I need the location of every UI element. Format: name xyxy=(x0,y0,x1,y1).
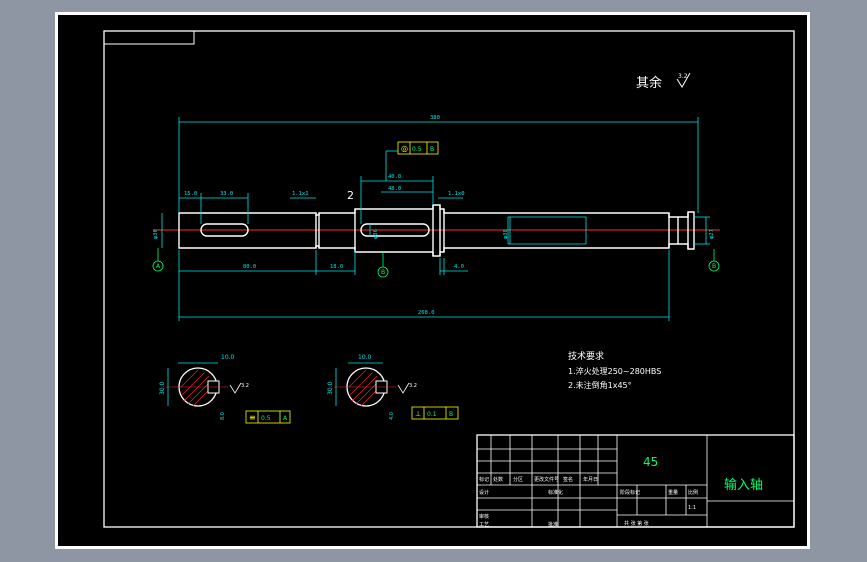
drawing-sheet: 其余 3.2 xyxy=(55,12,810,549)
svg-text:比例: 比例 xyxy=(688,489,698,496)
svg-text:工艺: 工艺 xyxy=(479,522,489,528)
perpendicularity-icon: ⊥ xyxy=(415,410,421,418)
section-b-depth: 30.0 xyxy=(327,381,334,395)
part-name: 输入轴 xyxy=(724,477,763,493)
svg-text:标准化: 标准化 xyxy=(548,489,563,496)
section-b-dim-top: 10.0 xyxy=(358,354,372,361)
svg-text:共 张 第 张: 共 张 第 张 xyxy=(624,520,649,527)
svg-text:分区: 分区 xyxy=(513,476,523,483)
svg-text:B: B xyxy=(381,269,385,276)
title-block xyxy=(476,434,795,528)
dim-key1-offset: 15.0 xyxy=(184,191,197,197)
dim-key1-length: 33.0 xyxy=(220,191,233,197)
concentricity-icon: ◎ xyxy=(401,144,408,153)
dim-length-bottom: 268.0 xyxy=(418,310,435,316)
section-b: 10.0 30.0 4.0 3.2 ⊥ 0.1 B xyxy=(327,354,459,420)
section-a-side: 8.0 xyxy=(220,412,226,420)
section-b-side: 4.0 xyxy=(389,412,395,420)
dim-dia-left: φ30 xyxy=(153,229,159,239)
tech-line-2: 2.未注倒角1x45° xyxy=(568,380,632,390)
section-a-depth: 30.0 xyxy=(159,381,166,395)
roughness-symbol-value: 3.2 xyxy=(678,73,688,80)
svg-text:批准: 批准 xyxy=(548,521,558,528)
symmetry-icon: ≡ xyxy=(249,413,256,422)
dim-seg3: 4.0 xyxy=(454,264,464,270)
section-a-dim-top: 10.0 xyxy=(221,354,235,361)
shaft-outline xyxy=(178,204,695,257)
datum-b-marker-1 xyxy=(377,266,389,278)
datum-a-marker xyxy=(152,260,164,272)
svg-text:B: B xyxy=(712,263,716,270)
dim-dia-mid: φ36 xyxy=(373,229,379,239)
view-label: 2 xyxy=(347,189,354,202)
svg-text:更改文件号: 更改文件号 xyxy=(534,476,559,483)
dim-overall-length: 380 xyxy=(430,115,440,121)
datum-b-marker-2 xyxy=(708,260,720,272)
tolerance-frame-mid: ◎ 0.5 B xyxy=(397,141,439,155)
svg-text:阶段标记: 阶段标记 xyxy=(620,489,640,496)
svg-text:0.5: 0.5 xyxy=(261,415,271,422)
svg-text:0.1: 0.1 xyxy=(427,411,437,418)
cad-drawing: 其余 3.2 xyxy=(103,30,795,528)
corner-box xyxy=(103,30,195,45)
dim-groove1: 1.1x1 xyxy=(292,191,309,197)
svg-text:标记: 标记 xyxy=(479,476,489,483)
dim-dia-right-inner: φ38 xyxy=(503,229,509,239)
tech-title: 技术要求 xyxy=(568,350,604,362)
inner-frame xyxy=(103,30,795,528)
svg-text:审核: 审核 xyxy=(479,513,489,520)
svg-text:重量: 重量 xyxy=(668,489,678,496)
material: 45 xyxy=(643,455,658,469)
svg-text:年月日: 年月日 xyxy=(583,476,598,483)
svg-text:3.2: 3.2 xyxy=(409,383,417,389)
dim-key2-length: 40.0 xyxy=(388,174,401,180)
svg-text:签名: 签名 xyxy=(563,476,573,483)
roughness-note: 其余 xyxy=(636,75,662,91)
dim-key2-inner: 48.0 xyxy=(388,186,401,192)
svg-text:0.5: 0.5 xyxy=(412,146,422,153)
dim-groove2: 1.1x0 xyxy=(448,191,465,197)
svg-text:A: A xyxy=(156,263,161,270)
svg-text:B: B xyxy=(449,411,453,418)
dim-seg1: 80.0 xyxy=(243,264,256,270)
svg-text:A: A xyxy=(283,415,288,422)
design-label: 设计 xyxy=(479,489,489,496)
svg-text:3.2: 3.2 xyxy=(241,383,249,389)
svg-text:B: B xyxy=(430,146,434,153)
section-a: 10.0 30.0 8.0 3.2 ≡ 0.5 A xyxy=(159,354,291,424)
dimension-lines xyxy=(161,117,710,321)
roughness-icon xyxy=(676,72,691,88)
dim-dia-right: φ27 xyxy=(709,229,715,239)
dim-seg2: 18.0 xyxy=(330,264,343,270)
svg-text:1:1: 1:1 xyxy=(688,505,696,511)
tech-line-1: 1.淬火处理250~280HBS xyxy=(568,366,661,376)
svg-text:处数: 处数 xyxy=(493,476,503,483)
section-break-lines xyxy=(507,216,587,245)
